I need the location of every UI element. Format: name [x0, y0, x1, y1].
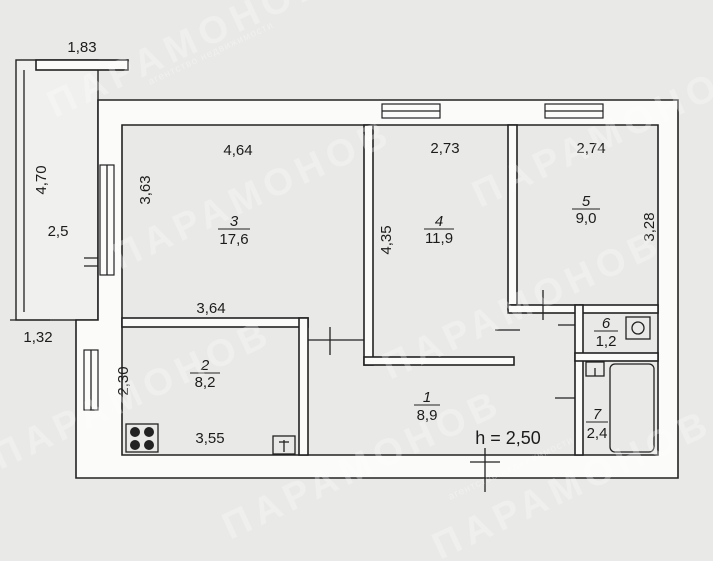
- balcony-width-bottom: 1,32: [23, 329, 52, 346]
- room3-number: 3: [230, 213, 239, 230]
- sink-icon: [272, 435, 296, 455]
- room7-area: 2,4: [587, 425, 608, 442]
- windows: [83, 103, 604, 492]
- stove-icon: [125, 423, 159, 453]
- room6-number: 6: [602, 315, 611, 332]
- room2-dim-left: 2,30: [115, 366, 132, 395]
- room1-number: 1: [423, 389, 431, 406]
- toilet-icon: [585, 361, 605, 377]
- washbasin-icon: [625, 316, 651, 340]
- room5-area: 9,0: [576, 210, 597, 227]
- room6-area: 1,2: [596, 333, 617, 350]
- outer-walls: [75, 99, 679, 479]
- room3-dim-left: 3,63: [137, 175, 154, 204]
- room4-area: 11,9: [425, 230, 453, 247]
- room3-area: 17,6: [219, 231, 248, 248]
- room3-dim-bottom: 3,64: [196, 300, 225, 317]
- balcony-length: 4,70: [33, 165, 50, 194]
- room5-number: 5: [582, 193, 591, 210]
- room5-dim-right: 3,28: [641, 212, 658, 241]
- room2-number: 2: [200, 357, 210, 374]
- room2-dim-bottom: 3,55: [195, 430, 224, 447]
- balcony-area: 2,5: [48, 223, 69, 240]
- room3-dim-top: 4,64: [223, 142, 252, 159]
- room4-number: 4: [435, 213, 443, 230]
- bathtub-icon: [609, 363, 655, 453]
- room5-dim-top: 2,74: [576, 140, 605, 157]
- balcony-width-top: 1,83: [67, 39, 96, 56]
- interior-walls: [121, 124, 659, 456]
- room2-area: 8,2: [195, 374, 216, 391]
- room7-number: 7: [593, 406, 602, 423]
- room4-dim-left: 4,35: [378, 225, 395, 254]
- room1-area: 8,9: [417, 407, 438, 424]
- ceiling-height: h = 2,50: [475, 428, 541, 448]
- balcony: [10, 59, 129, 321]
- room4-dim-top: 2,73: [430, 140, 459, 157]
